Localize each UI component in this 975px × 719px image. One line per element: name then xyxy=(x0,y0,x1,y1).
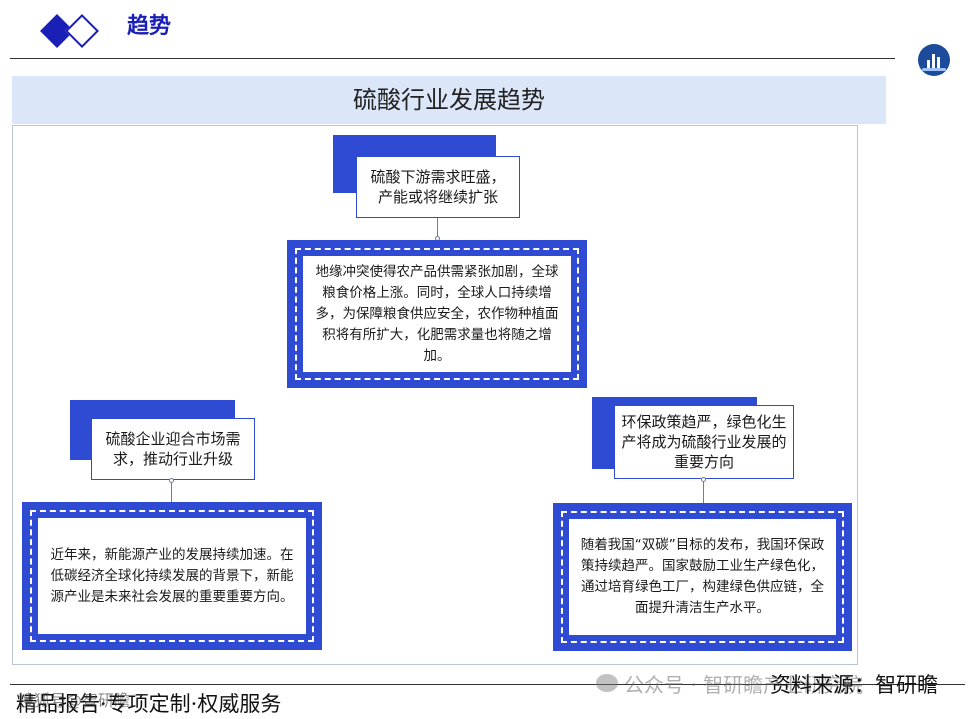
top-divider xyxy=(10,58,895,59)
page-title: 硫酸行业发展趋势 xyxy=(353,86,545,114)
top-label: 硫酸下游需求旺盛， 产能或将继续扩张 xyxy=(356,156,520,218)
right-dashed-border xyxy=(561,511,844,643)
right-connector xyxy=(703,479,704,505)
logo-icon xyxy=(918,44,950,76)
wechat-watermark: 公众号 · 智研瞻产业研究院 xyxy=(624,673,864,697)
left-connector xyxy=(171,480,172,504)
diamond-outline-icon xyxy=(65,14,99,48)
top-content-box: 地缘冲突使得农产品供需紧张加剧，全球粮食价格上涨。同时，全球人口持续增多，为保障… xyxy=(287,240,587,388)
left-connector-dot xyxy=(169,478,174,483)
left-content-box: 近年来，新能源产业的发展持续加速。在低碳经济全球化持续发展的背景下，新能源产业是… xyxy=(22,502,322,650)
footer-slogan: 精品报告·专项定制·权威服务 xyxy=(16,692,282,716)
left-content-text: 近年来，新能源产业的发展持续加速。在低碳经济全球化持续发展的背景下，新能源产业是… xyxy=(38,518,306,634)
source-note: 资料来源：智研瞻 xyxy=(770,673,938,697)
sohu-watermark: 搜狐号@智研瞻 xyxy=(18,691,131,710)
top-dashed-border xyxy=(295,248,579,380)
bottom-divider xyxy=(10,684,965,685)
left-dashed-border xyxy=(30,510,314,642)
top-content-text: 地缘冲突使得农产品供需紧张加剧，全球粮食价格上涨。同时，全球人口持续增多，为保障… xyxy=(303,256,571,372)
left-label: 硫酸企业迎合市场需求，推动行业升级 xyxy=(91,418,255,480)
right-content-text: 随着我国“双碳”目标的发布，我国环保政策持续趋严。国家鼓励工业生产绿色化，通过培… xyxy=(569,519,836,635)
right-content-box: 随着我国“双碳”目标的发布，我国环保政策持续趋严。国家鼓励工业生产绿色化，通过培… xyxy=(553,503,852,651)
right-connector-dot xyxy=(701,477,706,482)
wechat-icon xyxy=(596,674,618,692)
right-label: 环保政策趋严，绿色化生产将成为硫酸行业发展的重要方向 xyxy=(614,405,794,479)
top-connector xyxy=(437,218,438,242)
title-band xyxy=(12,76,886,124)
header-title: 趋势 xyxy=(127,14,172,39)
content-frame xyxy=(12,125,858,665)
